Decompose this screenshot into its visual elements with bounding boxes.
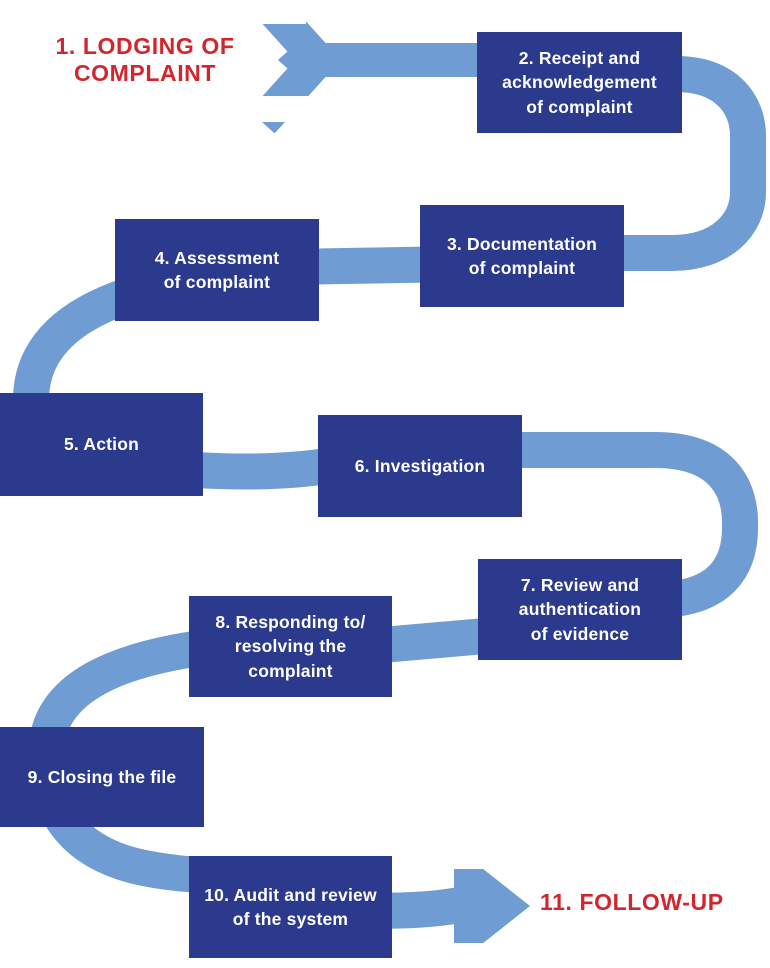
step-box-5: 5. Action — [0, 393, 203, 496]
step-box-4: 4. Assessment of complaint — [115, 219, 319, 321]
path-mask-arrow-lower — [450, 943, 503, 968]
connector-6-7 — [500, 432, 758, 618]
start-step-label: 1. LODGING OF COMPLAINT — [55, 33, 235, 86]
end-step-label: 11. FOLLOW-UP — [540, 889, 724, 915]
step-box-2: 2. Receipt and acknowledgement of compla… — [477, 32, 682, 133]
step-box-6: 6. Investigation — [318, 415, 522, 517]
connector-2-3 — [600, 56, 766, 271]
end-arrowhead — [454, 846, 530, 966]
path-mask-top-left-upper — [244, 0, 306, 24]
step-box-8: 8. Responding to/ resolving the complain… — [189, 596, 392, 697]
step-box-3: 3. Documentation of complaint — [420, 205, 624, 307]
step-box-10: 10. Audit and review of the system — [189, 856, 392, 958]
path-mask-top-left-lower — [246, 96, 308, 122]
path-mask-arrow-upper — [450, 845, 503, 869]
step-box-9: 9. Closing the file — [0, 727, 204, 827]
step-box-7: 7. Review and authentication of evidence — [478, 559, 682, 660]
